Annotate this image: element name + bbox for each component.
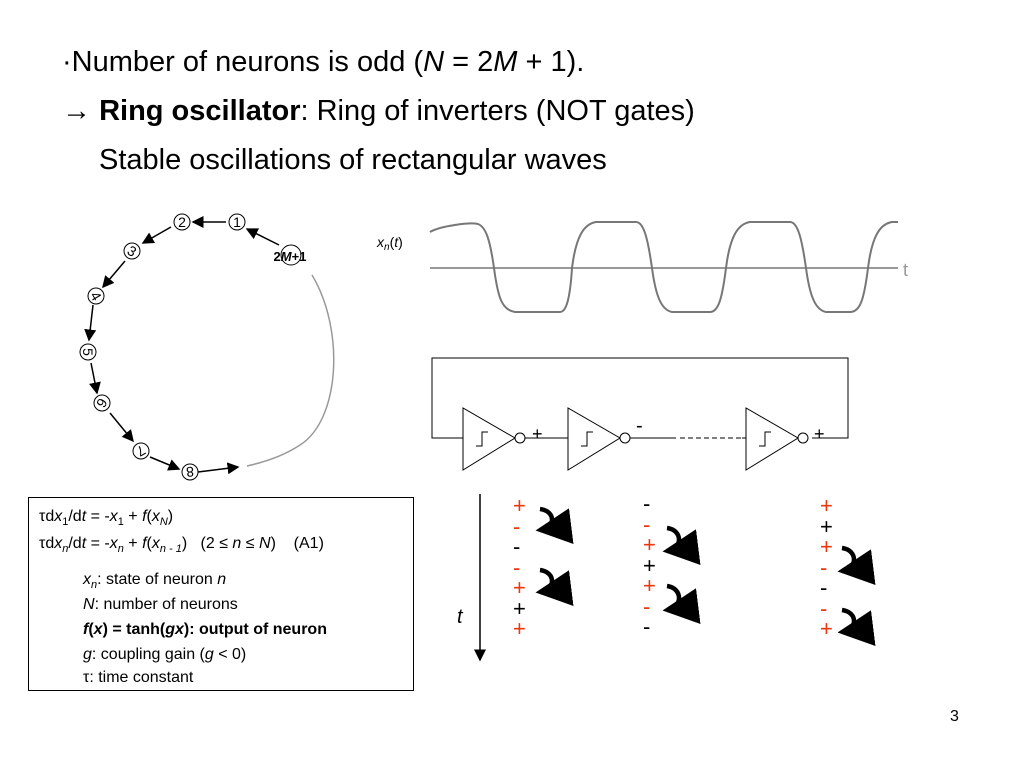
ring-arrow-3-4 (102, 260, 126, 289)
ring-arrow-m-1 (245, 228, 280, 246)
equation-2: τdxn/dt = -xn + f(xn - 1) (2 ≤ n ≤ N) (A… (39, 535, 324, 556)
line1-eq: = 2 (444, 46, 494, 78)
bullet-dot: · (62, 46, 72, 78)
equation-box: τdx1/dt = -x1 + f(xN) τdxn/dt = -xn + f(… (28, 497, 414, 691)
sign: + (513, 616, 526, 641)
sign: + (643, 573, 656, 598)
page-number: 3 (950, 708, 959, 725)
inverter-sign-3: + (814, 424, 825, 444)
definition-f: f(x) = tanh(gx): output of neuron (83, 621, 327, 638)
ring-node-label-1: 1 (233, 214, 241, 230)
bullet-line-1: ·Number of neurons is odd (N = 2M + 1). (62, 46, 584, 79)
ring-node-label-2: 2 (178, 214, 186, 230)
definition-tau: τ: time constant (83, 669, 194, 686)
waveform-trace (429, 221, 898, 313)
definition-N: N: number of neurons (83, 596, 238, 613)
definition-g: g: coupling gain (g < 0) (83, 646, 247, 663)
flip-arrows (535, 506, 876, 646)
equation-1: τdx1/dt = -x1 + f(xN) (39, 508, 174, 529)
ring-node-8 (181, 463, 199, 481)
sign-column-3: + + + - - - + (820, 493, 833, 641)
sign: - (513, 534, 521, 559)
sign: - (820, 575, 828, 600)
line2-rest: : Ring of inverters (NOT gates) (300, 95, 695, 127)
sign: - (820, 595, 828, 621)
ring-node-last-label: 2M+1 (274, 249, 307, 264)
ring-node-4 (87, 287, 105, 305)
waveform-time-label: t (903, 260, 908, 280)
ring-node-5 (79, 343, 97, 361)
arrow-icon: → (62, 95, 91, 127)
waveform-ylabel: xn(t) (376, 234, 403, 253)
sign: + (820, 616, 833, 641)
definition-xn: xn: state of neuron n (83, 571, 227, 592)
inverter-sign-1: + (532, 424, 543, 444)
sign: - (643, 511, 651, 537)
var-N: N (423, 46, 445, 78)
ring-arrow-4-5 (84, 304, 97, 342)
ring-arrow-6-7 (109, 412, 134, 443)
sign: - (513, 554, 521, 580)
sign: - (643, 614, 651, 639)
sign: + (820, 493, 833, 518)
ring-node-7 (132, 442, 150, 460)
sign: + (513, 493, 526, 518)
ring-arrow-7-8 (149, 456, 181, 471)
bullet-line-2: → Ring oscillator: Ring of inverters (NO… (62, 95, 695, 128)
sign: - (643, 593, 651, 619)
ring-node-6 (93, 394, 111, 412)
line1-tail: + 1). (517, 46, 585, 78)
ring-arrow-5-6 (89, 362, 101, 395)
ring-node-label-8: 8 (185, 464, 194, 481)
sign: - (643, 491, 651, 516)
var-M: M (493, 46, 518, 78)
time-arrow-label: t (457, 606, 464, 628)
ring-node-last (280, 244, 302, 266)
ring-node-label-5: 5 (80, 348, 96, 356)
ring-oscillator-term: Ring oscillator (99, 95, 301, 127)
sign: - (820, 554, 828, 580)
sign-column-1: + - - - + + + (513, 493, 526, 641)
ring-arrow-2-3 (141, 226, 172, 244)
ring-arrow-8-out (197, 462, 240, 475)
inverter-sign-2: - (636, 415, 643, 437)
sign: + (643, 552, 656, 578)
ring-node-2 (173, 213, 191, 231)
ring-node-3 (123, 242, 141, 260)
sign: - (513, 513, 521, 539)
bullet-line-3: Stable oscillations of rectangular waves (99, 144, 607, 176)
sign-column-2: - - + + + - - (643, 491, 656, 639)
sign: + (513, 595, 526, 621)
sign: + (643, 532, 656, 557)
inverter-chain (431, 357, 849, 471)
ring-return-arc (246, 274, 335, 467)
ring-node-1 (228, 213, 246, 231)
line1-text: Number of neurons is odd ( (71, 46, 424, 78)
sign: + (513, 575, 526, 600)
sign: + (820, 534, 833, 559)
sign: + (820, 513, 833, 539)
